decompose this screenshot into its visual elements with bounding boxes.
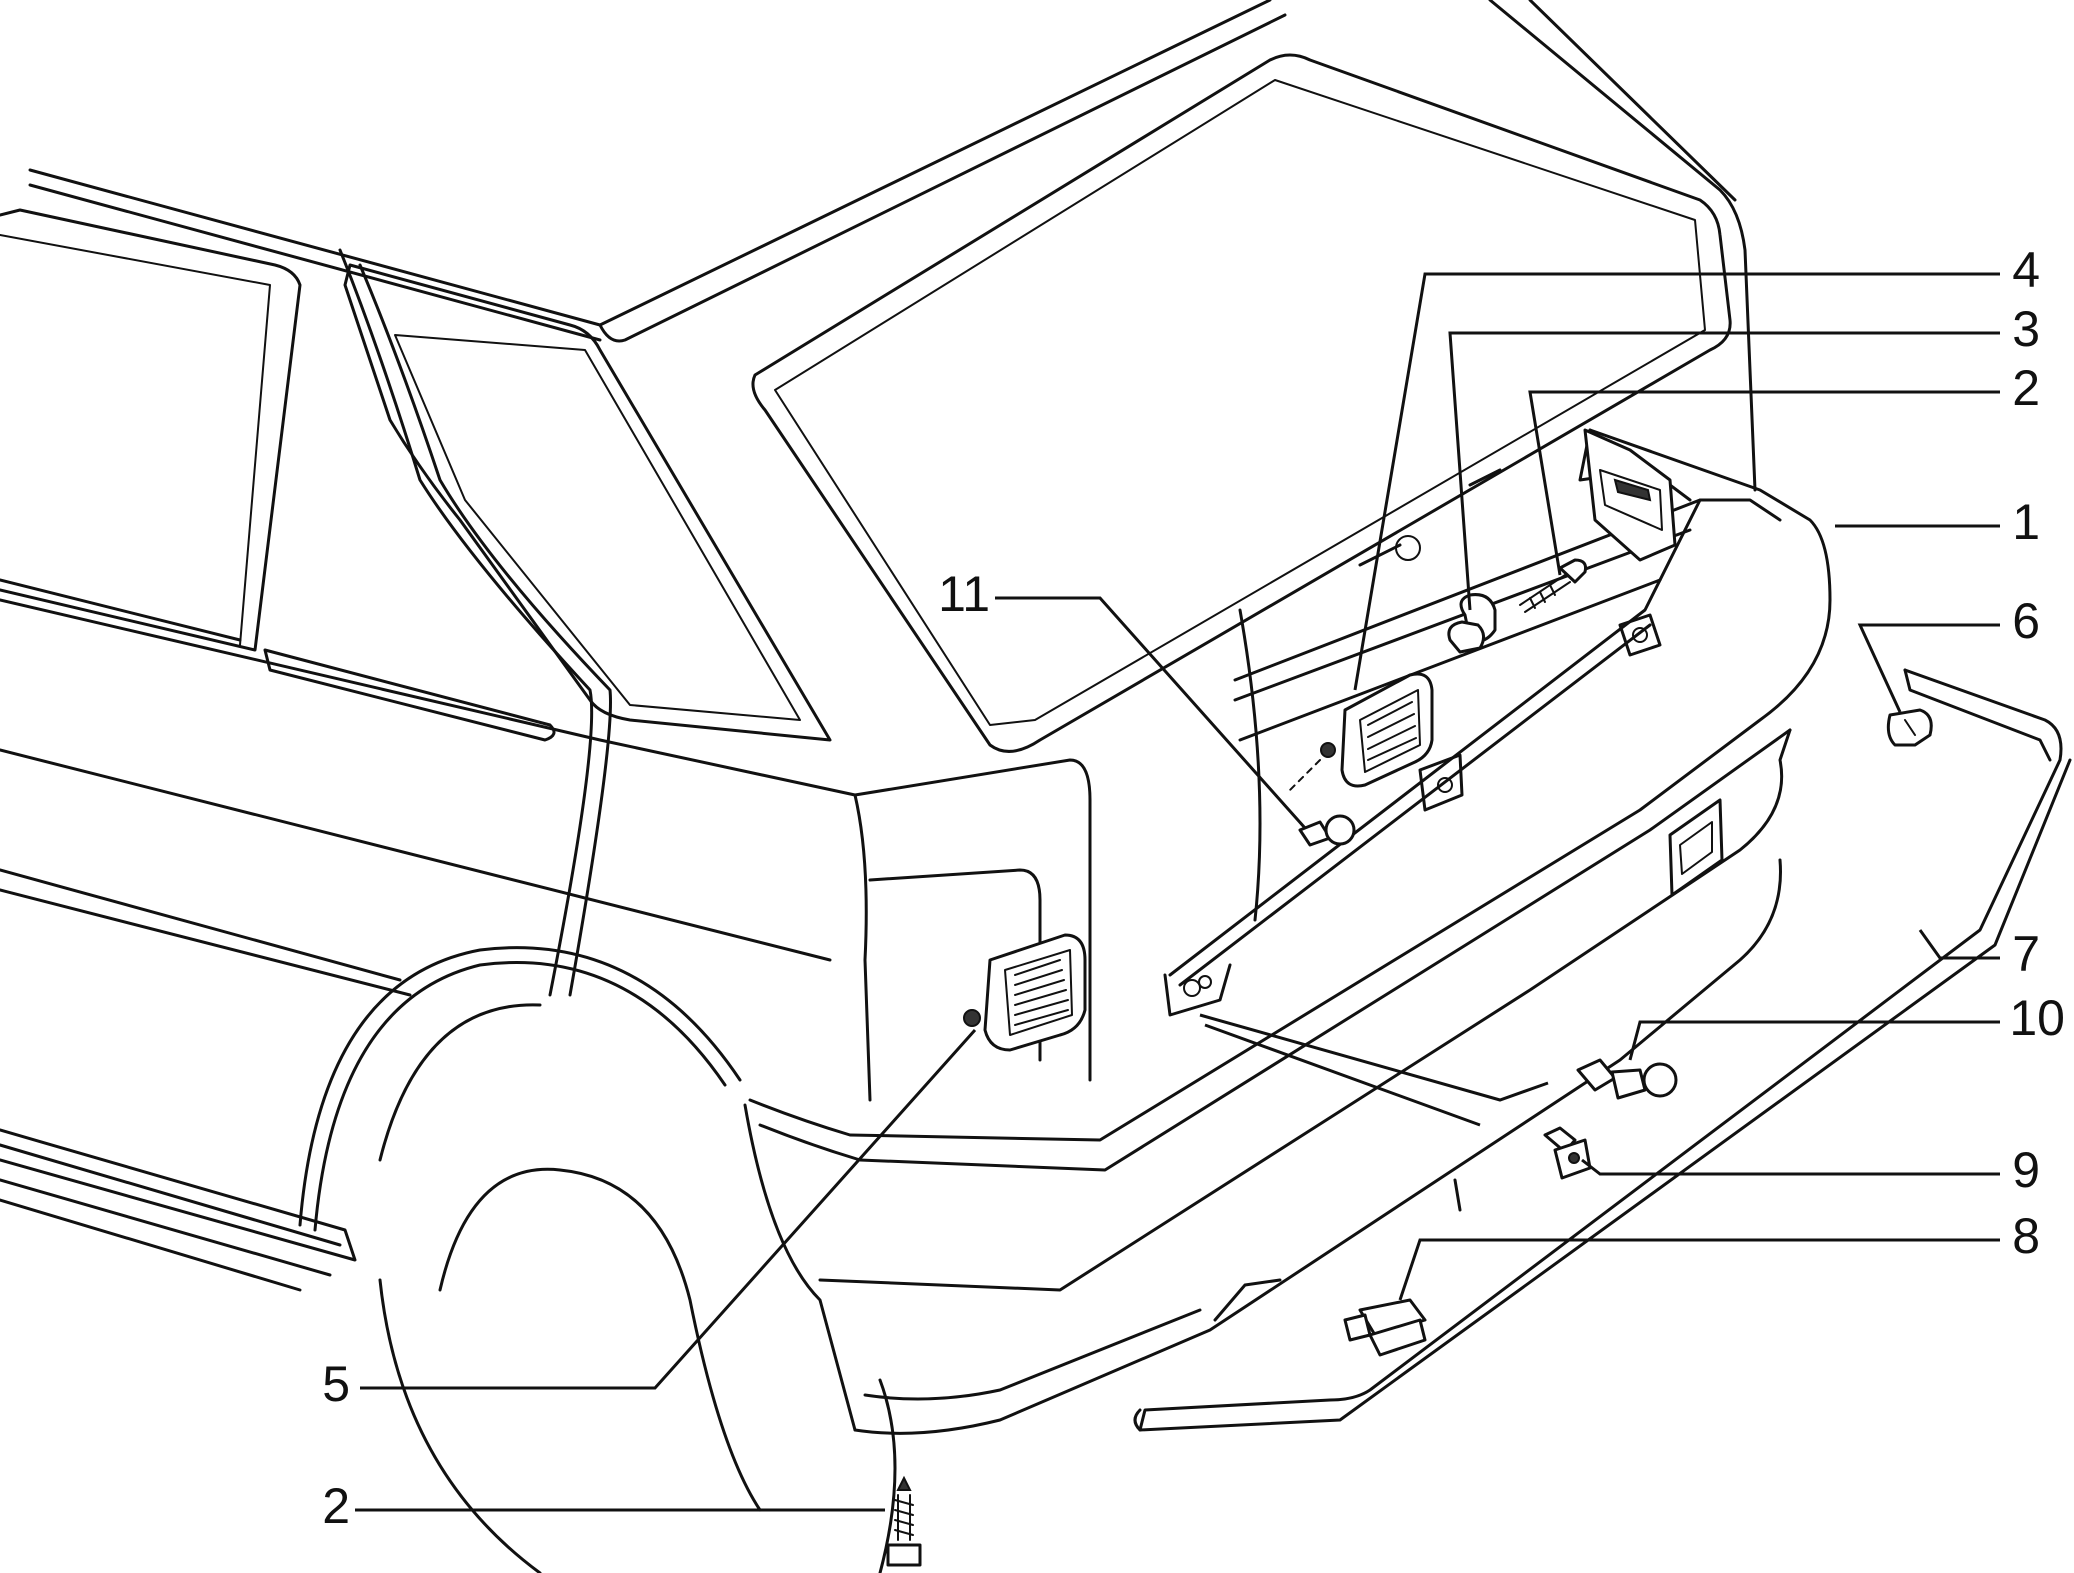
callout-2-lower: 2	[322, 1478, 350, 1534]
lower-screw	[886, 1475, 922, 1567]
callout-7: 7	[2012, 926, 2040, 982]
leader-lines	[355, 272, 2000, 1512]
bumper-bracket	[1343, 1298, 1427, 1357]
upper-screw	[1519, 558, 1587, 613]
push-fastener	[1576, 1058, 1678, 1100]
nut-clip	[1543, 1126, 1592, 1180]
callout-6: 6	[2012, 593, 2040, 649]
callout-labels: 4 3 2 1 6 7 10 9 8 11 5 2	[322, 242, 2065, 1534]
rear-bumper	[743, 428, 1832, 1435]
callout-11: 11	[938, 566, 990, 622]
callout-4: 4	[2012, 242, 2040, 298]
callout-10: 10	[2009, 990, 2065, 1046]
bumper-trim-strip	[1133, 668, 2072, 1432]
callout-3: 3	[2012, 301, 2040, 357]
callout-2-upper: 2	[2012, 360, 2040, 416]
callout-5: 5	[322, 1356, 350, 1412]
plastic-rivet	[1298, 814, 1356, 847]
car-body-outline	[0, 0, 1757, 1573]
side-vent-grille	[963, 933, 1087, 1052]
trim-clip	[1886, 708, 1933, 747]
rear-vent-grille	[1289, 672, 1434, 791]
callout-8: 8	[2012, 1208, 2040, 1264]
callout-1: 1	[2012, 494, 2040, 550]
rubber-grommet	[1447, 593, 1497, 654]
callout-9: 9	[2012, 1142, 2040, 1198]
